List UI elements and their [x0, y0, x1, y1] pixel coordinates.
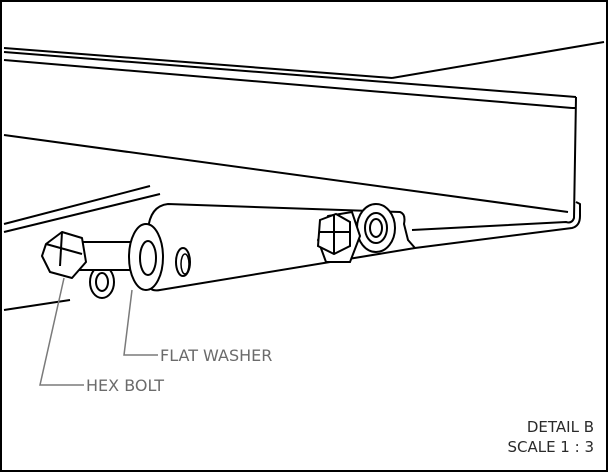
detail-scale: SCALE 1 : 3 [507, 438, 594, 456]
flat-washer-label: FLAT WASHER [160, 346, 272, 365]
callout-leaders [39, 277, 158, 386]
hex-bolt-label: HEX BOLT [86, 376, 164, 395]
hex-bolt-head [41, 231, 87, 279]
left-bolt-assembly [41, 223, 164, 299]
flat-washer-leader [123, 289, 158, 356]
frame-rail [3, 41, 605, 249]
hex-bolt-leader [39, 277, 84, 386]
bracket-hole-inner [180, 253, 190, 275]
bracket-hole [175, 247, 191, 277]
detail-title: DETAIL B [527, 418, 594, 436]
right-bolt-assembly [316, 203, 396, 263]
